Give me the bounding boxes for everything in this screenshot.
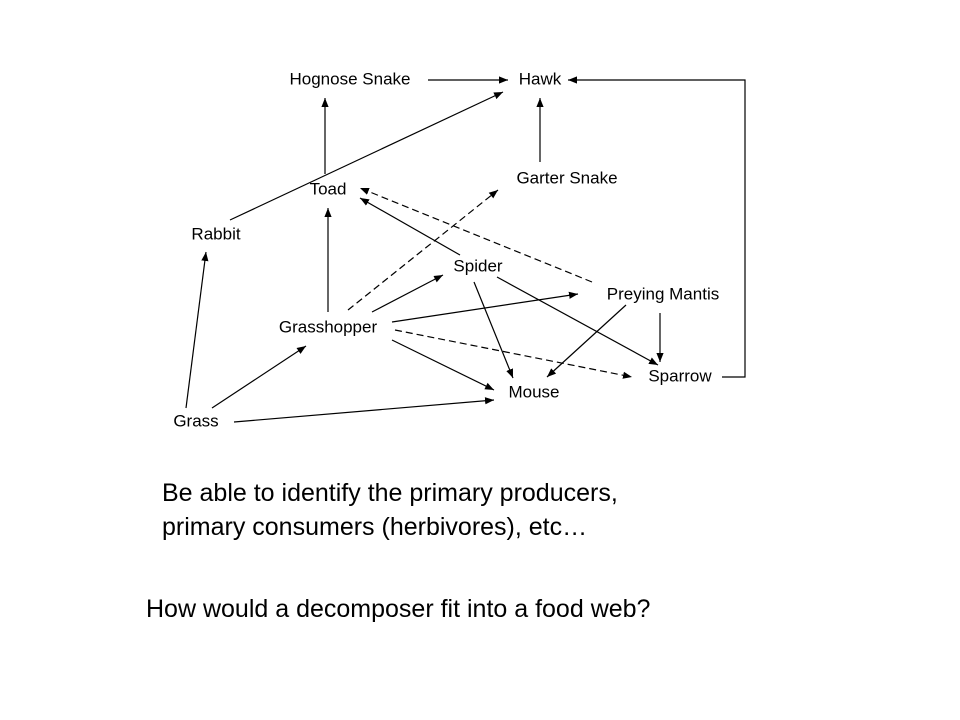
edge-rabbit-to-hawk (229, 91, 504, 221)
edge-sparrow-to-hawk (568, 76, 746, 378)
instruction-line-2: primary consumers (herbivores), etc… (162, 513, 588, 541)
node-hognose: Hognose Snake (290, 69, 411, 88)
instruction-text: Be able to identify the primary producer… (162, 476, 618, 544)
node-grass: Grass (173, 411, 218, 430)
node-spider: Spider (453, 256, 502, 275)
edge-spider-to-mouse (473, 281, 514, 379)
edge-mantis-to-toad (359, 187, 593, 283)
edge-grasshopper-to-mouse (391, 339, 495, 391)
edge-grass-to-grasshopper (211, 345, 307, 409)
node-garter: Garter Snake (516, 168, 617, 187)
edge-grasshopper-to-garter (347, 189, 499, 311)
node-grasshopper: Grasshopper (279, 317, 378, 336)
question-text: How would a decomposer fit into a food w… (146, 595, 651, 623)
edge-spider-to-sparrow (496, 276, 659, 366)
edge-spider-to-toad (359, 197, 461, 256)
edge-grass-to-mouse (233, 397, 495, 423)
instruction-line-1: Be able to identify the primary producer… (162, 479, 618, 507)
node-sparrow: Sparrow (648, 366, 712, 385)
edge-mantis-to-mouse (546, 304, 627, 378)
node-toad: Toad (310, 179, 347, 198)
node-hawk: Hawk (519, 69, 562, 88)
edge-grasshopper-to-spider (371, 274, 444, 313)
edge-grasshopper-to-sparrow (394, 329, 633, 379)
edge-grass-to-rabbit (185, 251, 209, 409)
node-mouse: Mouse (508, 382, 559, 401)
node-mantis: Preying Mantis (607, 284, 719, 303)
node-rabbit: Rabbit (191, 224, 240, 243)
